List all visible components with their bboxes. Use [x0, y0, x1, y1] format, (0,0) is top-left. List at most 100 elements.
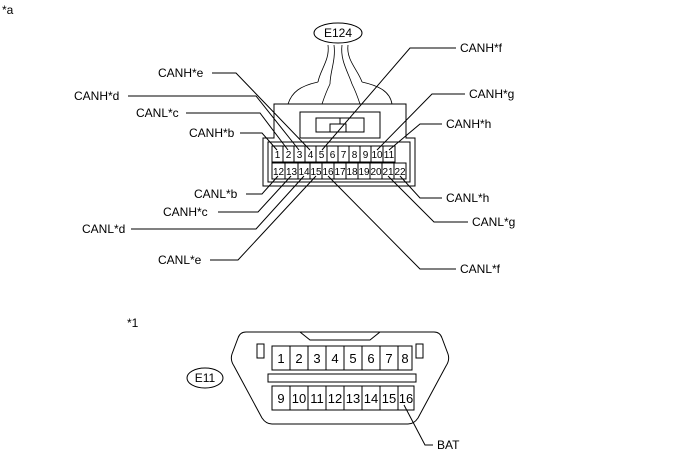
- leader-line: [128, 95, 300, 151]
- pin-label: 1: [277, 351, 284, 366]
- leader-line: [210, 175, 317, 261]
- pin-label: 7: [341, 150, 347, 161]
- leader-line: [246, 175, 279, 195]
- connector-e11-row1: 1 2 3 4 5 6 7 8: [271, 345, 413, 371]
- pin-label: 8: [401, 351, 408, 366]
- pin-label: 4: [308, 150, 314, 161]
- connector-e124-row2: 12 13 14 15 16 17 18 19 20 21 22: [271, 162, 407, 180]
- pin-label: 17: [334, 167, 346, 178]
- pin-cell: [382, 145, 396, 163]
- callout-canl-g: CANL*g: [472, 215, 515, 229]
- pin-label: 14: [364, 391, 378, 406]
- pin-label: 5: [349, 351, 356, 366]
- pin-label: 16: [399, 391, 413, 406]
- pin-label: 6: [367, 351, 374, 366]
- callout-canl-c: CANL*c: [136, 106, 179, 120]
- connector-e124-name: E124: [324, 26, 352, 40]
- pin-label: 7: [385, 351, 392, 366]
- leader-line: [399, 175, 442, 199]
- pin-cell: [397, 385, 415, 411]
- callouts-left: CANH*e CANH*d CANL*c CANH*b CANL*b CANH*…: [74, 66, 317, 267]
- leader-line: [376, 93, 465, 151]
- leader-line: [186, 112, 289, 151]
- pin-label: 5: [319, 150, 325, 161]
- callout-canh-c: CANH*c: [163, 205, 208, 219]
- pin-label: 13: [286, 167, 298, 178]
- figure-mark-1: *1: [127, 316, 139, 330]
- pin-label: 12: [273, 167, 285, 178]
- leader-line: [321, 47, 456, 151]
- connector-e124-latch: [299, 111, 381, 139]
- harness-wire: [321, 83, 331, 105]
- leader-line: [218, 175, 292, 213]
- leader-line: [387, 175, 468, 223]
- pin-label: 15: [310, 167, 322, 178]
- pin-label: 22: [394, 167, 406, 178]
- pin-label: 4: [331, 351, 338, 366]
- pin-label: 13: [346, 391, 360, 406]
- pin-label: 8: [352, 150, 358, 161]
- pin-label: 10: [292, 391, 306, 406]
- pin-label: 20: [370, 167, 382, 178]
- harness-wire: [347, 44, 363, 83]
- leader-line: [403, 404, 433, 446]
- pin-label: 2: [295, 351, 302, 366]
- pin-label: 2: [286, 150, 292, 161]
- connector-e124: E124 1 2 3 4 5 6 7 8 9 10 11: [262, 22, 416, 187]
- connector-e11: E11 1 2 3 4 5 6 7 8 9 10 11 12 13 14 1: [186, 331, 460, 452]
- pin-label: 9: [277, 391, 284, 406]
- connector-e11-name-oval: [186, 367, 224, 389]
- callout-canh-h: CANH*h: [446, 117, 491, 131]
- callout-canh-d: CANH*d: [74, 89, 119, 103]
- pin-label: 9: [363, 150, 369, 161]
- connector-e11-divider: [267, 373, 417, 383]
- figure-mark-a: *a: [2, 3, 14, 17]
- pin-label: 18: [346, 167, 358, 178]
- callout-canl-b: CANL*b: [194, 187, 238, 201]
- pin-label: 10: [371, 150, 383, 161]
- connector-e11-tab-left: [256, 343, 265, 359]
- leader-line: [212, 72, 311, 151]
- connector-e124-cavity: [267, 141, 411, 183]
- pin-label: 6: [330, 150, 336, 161]
- harness-wire: [361, 81, 393, 105]
- callouts-right: CANH*f CANH*g CANH*h CANL*h CANL*g CANL*…: [321, 41, 515, 276]
- connector-e124-row1: 1 2 3 4 5 6 7 8 9 10 11: [271, 145, 396, 163]
- connector-e11-housing: [230, 331, 450, 425]
- leader-line: [240, 132, 278, 151]
- pin-label: 21: [382, 167, 394, 178]
- pin-label: 3: [297, 150, 303, 161]
- callout-canh-b: CANH*b: [189, 126, 235, 140]
- pin-label: 11: [310, 391, 324, 406]
- pin-label: 1: [275, 150, 281, 161]
- connector-e11-keyway: [299, 331, 381, 341]
- leader-line: [131, 175, 305, 230]
- pin-label: 16: [322, 167, 334, 178]
- pin-label: 14: [298, 167, 310, 178]
- callout-canl-e: CANL*e: [158, 253, 202, 267]
- pin-label: 11: [384, 150, 395, 161]
- connector-e11-name: E11: [195, 371, 216, 385]
- callout-canh-e: CANH*e: [158, 66, 204, 80]
- callout-canl-h: CANL*h: [446, 191, 489, 205]
- callout-bat: BAT: [437, 438, 460, 452]
- harness-wire: [329, 44, 335, 85]
- callout-canl-f: CANL*f: [460, 262, 501, 276]
- pin-cell: [397, 345, 413, 371]
- harness-wire: [341, 44, 353, 85]
- callout-canh-f: CANH*f: [460, 41, 503, 55]
- pin-label: 19: [358, 167, 370, 178]
- leader-line: [327, 175, 456, 270]
- harness-wire: [287, 81, 319, 105]
- pin-label: 15: [382, 391, 396, 406]
- connector-e11-tab-right: [415, 343, 424, 359]
- harness-wire: [351, 83, 361, 105]
- callout-canl-d: CANL*d: [82, 222, 125, 236]
- connector-e11-row2: 9 10 11 12 13 14 15 16: [271, 385, 415, 411]
- pin-label: 12: [328, 391, 342, 406]
- pin-cell: [393, 162, 407, 180]
- leader-line: [388, 123, 442, 151]
- pin-label: 3: [313, 351, 320, 366]
- callout-canh-g: CANH*g: [469, 87, 514, 101]
